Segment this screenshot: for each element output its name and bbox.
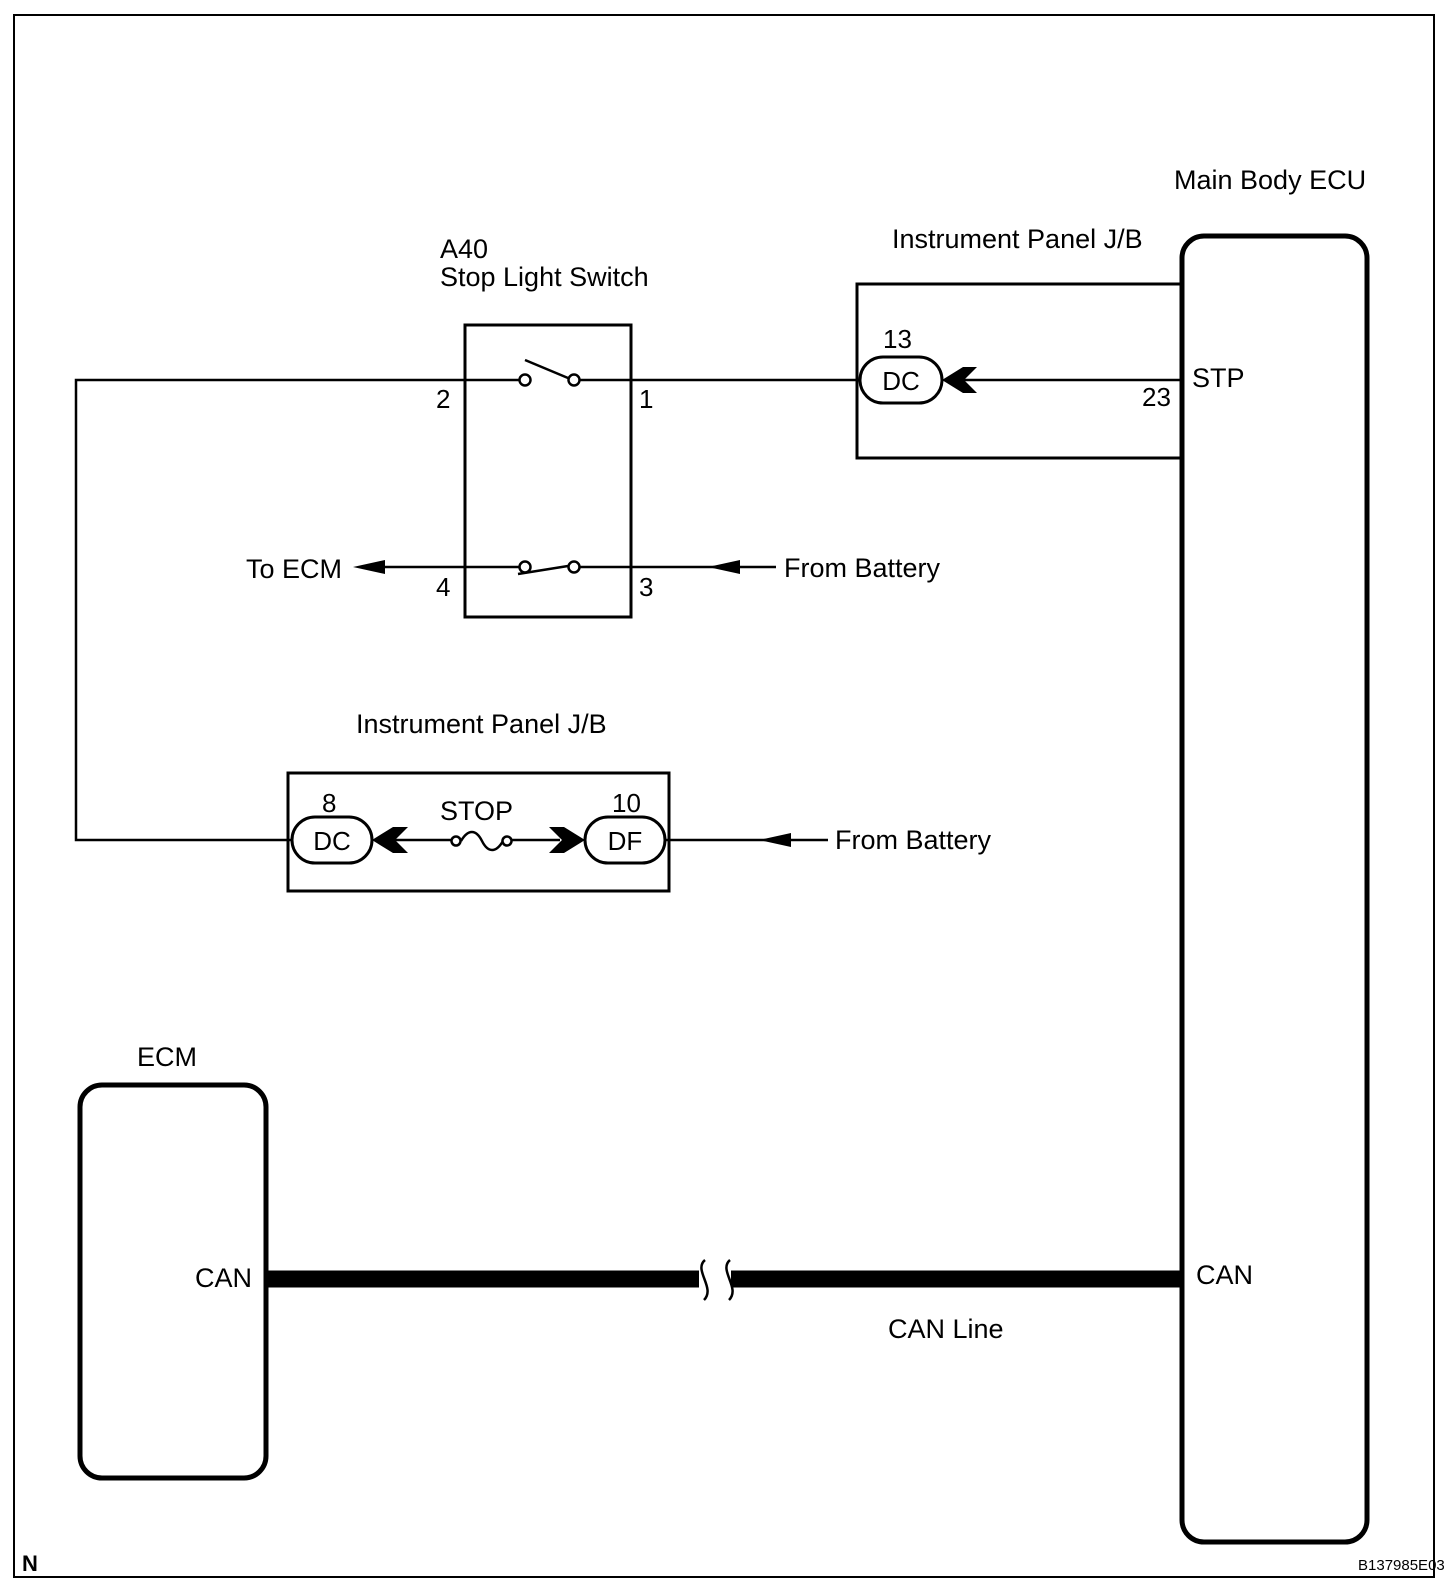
fuse-right-terminal <box>501 835 513 847</box>
fuse-stop-icon <box>459 830 505 852</box>
switch-upper-contact-left <box>518 373 532 387</box>
can-line-break-icon-left <box>700 1259 709 1301</box>
switch-upper-contact-right <box>567 373 581 387</box>
main-body-ecu-can-terminal: CAN <box>1196 1260 1253 1290</box>
ecm-can-terminal: CAN <box>195 1263 252 1293</box>
jb-upper-pin-13: 13 <box>883 324 912 354</box>
switch-upper-blade <box>524 358 569 380</box>
jb-lower-connector-df-label: DF <box>608 826 643 856</box>
jb-lower-pin-8: 8 <box>322 788 336 818</box>
fuse-stop-label: STOP <box>440 796 513 826</box>
jb-lower-pin-10: 10 <box>612 788 641 818</box>
switch-lower-blade <box>517 564 569 576</box>
from-battery-1-label: From Battery <box>784 553 941 583</box>
jb-upper-connector-arrow-icon <box>942 367 977 393</box>
main-body-ecu-stp-terminal: STP <box>1192 363 1245 393</box>
from-battery-1-arrow-icon <box>708 560 740 574</box>
fuse-left-terminal <box>450 835 462 847</box>
figure-code: B137985E03 <box>1358 1557 1445 1574</box>
from-battery-2-arrow-icon <box>759 833 791 847</box>
wire-pin2-to-lower-jb <box>74 378 520 842</box>
switch-lower-contact-right <box>567 560 581 574</box>
switch-pin-1: 1 <box>639 384 653 414</box>
main-body-ecu-title: Main Body ECU <box>1174 165 1366 195</box>
switch-pin-4: 4 <box>436 572 450 602</box>
can-line-label: CAN Line <box>888 1314 1004 1344</box>
switch-pin-2: 2 <box>436 384 450 414</box>
from-battery-2-label: From Battery <box>835 825 992 855</box>
jb-upper-title: Instrument Panel J/B <box>892 224 1143 254</box>
can-line-break-icon-right <box>725 1259 734 1301</box>
main-body-ecu-box <box>1179 233 1370 1545</box>
switch-code: A40 <box>440 234 488 264</box>
switch-lower-contact-left <box>518 560 532 574</box>
main-body-ecu-stp-pin: 23 <box>1142 382 1171 412</box>
jb-lower-connector-dc-label: DC <box>313 826 351 856</box>
jb-upper-connector-dc-label: DC <box>882 366 920 396</box>
to-ecm-label: To ECM <box>246 554 342 584</box>
jb-lower-df-arrow-icon <box>549 827 585 853</box>
switch-name: Stop Light Switch <box>440 262 649 292</box>
jb-lower-title: Instrument Panel J/B <box>356 709 607 739</box>
ecm-title: ECM <box>137 1042 197 1072</box>
jb-lower-dc-arrow-icon <box>372 827 408 853</box>
stop-light-switch-box <box>463 323 633 619</box>
to-ecm-arrow-icon <box>353 560 385 574</box>
diagram-frame <box>13 14 1435 1578</box>
jb-upper-box <box>855 282 1182 460</box>
jb-lower-box <box>286 771 671 893</box>
corner-mark: N <box>22 1551 38 1576</box>
switch-pin-3: 3 <box>639 572 653 602</box>
